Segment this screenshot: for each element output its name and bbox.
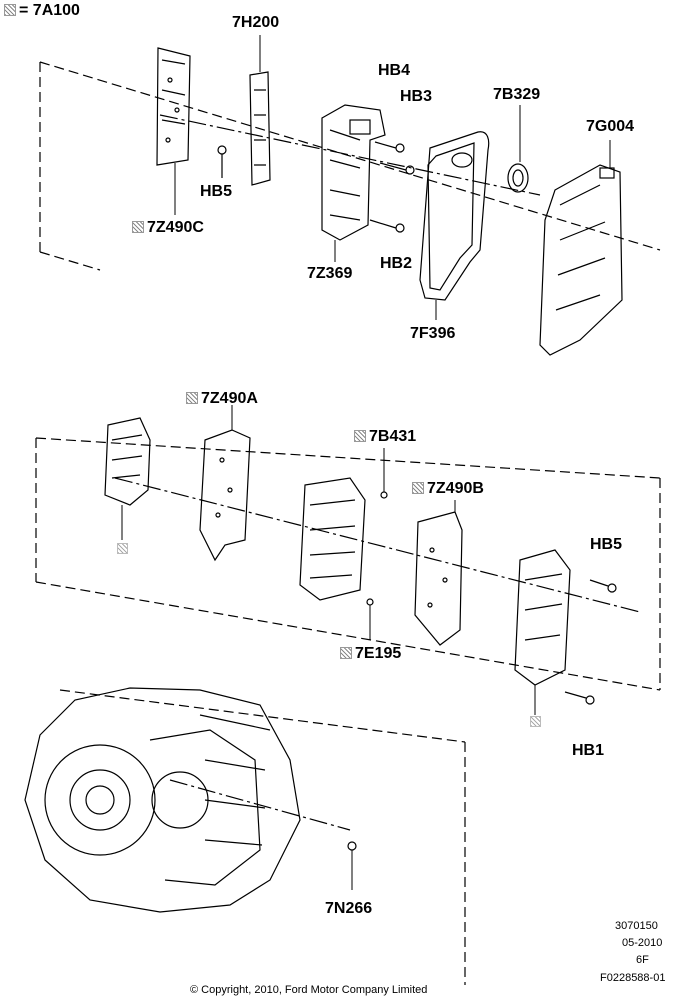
bottom-assembly-outline xyxy=(35,437,661,691)
gasket-7H200 xyxy=(249,35,271,186)
bolt-HB5-bottom xyxy=(589,579,617,593)
hatched-square-icon xyxy=(4,4,16,16)
hatched-square-icon xyxy=(354,430,366,442)
label-7N266: 7N266 xyxy=(325,900,373,917)
hatched-square-icon xyxy=(117,543,128,554)
valve-body-7Z369 xyxy=(321,104,386,262)
label-HB4: HB4 xyxy=(378,62,411,79)
copyright: © Copyright, 2010, Ford Motor Company Li… xyxy=(190,984,428,996)
gasket-7F396 xyxy=(419,131,490,320)
label-HB3: HB3 xyxy=(400,88,433,105)
valve-body-right xyxy=(514,549,571,715)
top-assembly-outline xyxy=(39,61,661,271)
label-7Z490C: 7Z490C xyxy=(132,219,204,237)
label-7G004: 7G004 xyxy=(586,118,635,135)
label-7Z369: 7Z369 xyxy=(307,265,353,282)
hatched-square-icon xyxy=(186,392,198,404)
label-7B329: 7B329 xyxy=(493,86,541,103)
hatched-square-icon xyxy=(340,647,352,659)
model-code: 6F xyxy=(636,954,649,966)
plug-7N266 xyxy=(347,841,357,890)
date-code: 05-2010 xyxy=(622,937,663,949)
label-7F396: 7F396 xyxy=(410,325,456,342)
centre-axis-lines xyxy=(114,114,641,831)
separator-plate-7Z490C xyxy=(156,47,191,215)
label-7H200: 7H200 xyxy=(232,14,280,31)
label-7E195: 7E195 xyxy=(340,645,401,663)
hatched-square-icon xyxy=(132,221,144,233)
figure-id: F0228588-01 xyxy=(600,972,666,984)
transmission-case xyxy=(24,687,301,913)
reference-number: 3070150 xyxy=(615,920,658,932)
label-HB5-top: HB5 xyxy=(200,183,233,200)
label-HB2: HB2 xyxy=(380,255,413,272)
hatched-square-icon xyxy=(412,482,424,494)
solenoid-body-left xyxy=(104,417,151,540)
filter-7E195 xyxy=(366,598,374,640)
valve-body-7B431 xyxy=(299,448,388,601)
bolt-HB5-top xyxy=(217,145,227,178)
label-7Z490A: 7Z490A xyxy=(186,390,258,408)
case-assembly-outline xyxy=(59,689,466,985)
seal-7B329 xyxy=(507,105,529,193)
label-7B431: 7B431 xyxy=(354,428,416,446)
bolt-HB3 xyxy=(379,162,415,175)
legend-text: = 7A100 xyxy=(19,2,80,19)
bolt-HB2 xyxy=(369,219,405,233)
label-HB5-bottom: HB5 xyxy=(590,536,623,553)
bolt-HB1 xyxy=(564,691,595,705)
hatched-square-icon xyxy=(530,716,541,727)
separator-plate-7Z490A xyxy=(199,405,251,562)
legend: = 7A100 xyxy=(4,2,80,20)
label-7Z490B: 7Z490B xyxy=(412,480,484,498)
main-control-cover-7G004 xyxy=(539,140,623,356)
separator-plate-7Z490B xyxy=(414,500,463,646)
label-HB1: HB1 xyxy=(572,742,605,759)
bolt-HB4 xyxy=(374,141,405,153)
